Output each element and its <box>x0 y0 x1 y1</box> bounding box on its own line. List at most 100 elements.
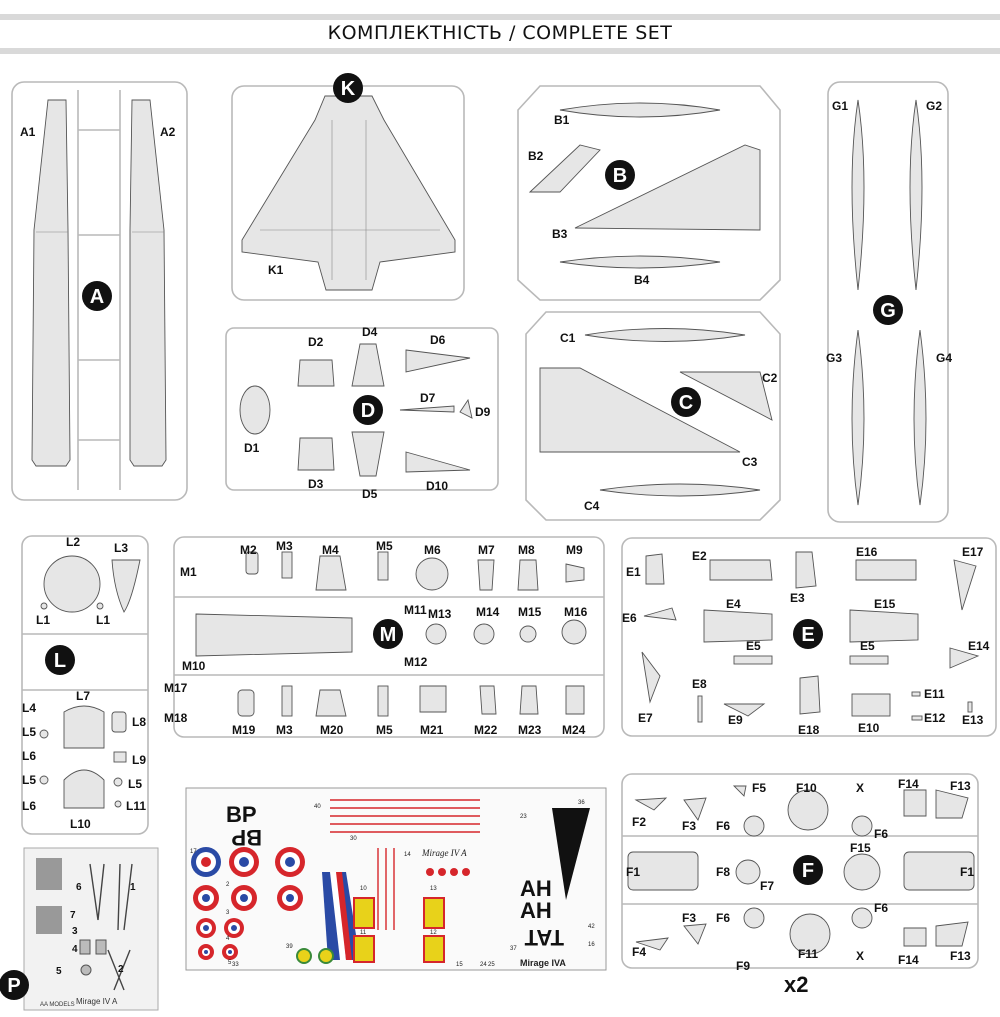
label-d4: D4 <box>362 325 378 339</box>
label-e10: E10 <box>858 721 880 735</box>
sprue-letter-p: P <box>7 975 20 997</box>
decal-num-11: 11 <box>360 930 367 936</box>
label-e12: E12 <box>924 711 946 725</box>
label-e11: E11 <box>924 687 945 701</box>
sprue-letter-k: K <box>341 78 356 100</box>
label-f10: F10 <box>796 781 817 795</box>
label-k1: K1 <box>268 263 284 277</box>
label-l11: L11 <box>126 799 146 813</box>
label-e8: E8 <box>692 677 707 691</box>
label-f1-b: F1 <box>960 865 974 879</box>
label-d1: D1 <box>244 441 260 455</box>
label-f6-b: F6 <box>874 827 888 841</box>
decal-code-tat: TAT <box>524 925 564 950</box>
label-m6: M6 <box>424 543 441 557</box>
sprue-b: B1 B2 B3 B4 B <box>517 85 781 301</box>
label-l9: L9 <box>132 753 146 767</box>
sprue-d: D1 D2 D3 D4 D5 D6 D7 D9 D10 D <box>225 325 499 501</box>
header: КОМПЛЕКТНІСТЬ / COMPLETE SET <box>0 14 1000 54</box>
part-l2 <box>43 555 101 613</box>
label-m5-a: M5 <box>376 539 393 553</box>
label-f14-a: F14 <box>898 777 919 791</box>
part-m10 <box>195 613 353 657</box>
part-d6 <box>405 349 471 373</box>
label-f6-c: F6 <box>716 911 730 925</box>
part-d4 <box>351 343 385 387</box>
label-f6-a: F6 <box>716 819 730 833</box>
label-f11: F11 <box>798 947 818 961</box>
label-m11: M11 <box>404 603 427 617</box>
label-d10: D10 <box>426 479 448 493</box>
label-b4: B4 <box>634 273 650 287</box>
sprue-letter-f: F <box>802 860 814 882</box>
label-e1: E1 <box>626 565 641 579</box>
decal-num-36: 36 <box>578 800 585 806</box>
part-g1 <box>851 99 865 291</box>
sprue-k: K1 K <box>231 73 465 301</box>
part-l7 <box>63 705 105 749</box>
part-b3 <box>574 144 761 231</box>
label-x-b: X <box>856 949 864 963</box>
decal-num-39: 39 <box>286 944 293 950</box>
label-l1-b: L1 <box>96 613 110 627</box>
part-d2 <box>297 359 335 387</box>
sprue-f: F2 F3 F5 F10 X F14 F13 F6 F6 F1 F8 F7 F1… <box>621 773 979 973</box>
label-f3-a: F3 <box>682 819 696 833</box>
label-c4: C4 <box>584 499 600 513</box>
label-e13: E13 <box>962 713 984 727</box>
part-l8 <box>111 711 127 733</box>
part-d10 <box>405 451 471 473</box>
label-g3: G3 <box>826 351 842 365</box>
label-m24: M24 <box>562 723 586 737</box>
label-p6: 6 <box>76 882 82 893</box>
label-e18: E18 <box>798 723 820 737</box>
part-c4 <box>599 483 761 497</box>
label-d2: D2 <box>308 335 324 349</box>
label-f1-a: F1 <box>626 865 640 879</box>
label-e9: E9 <box>728 713 743 727</box>
decal-num-4: 4 <box>226 936 230 942</box>
label-f9: F9 <box>736 959 750 973</box>
label-m8: M8 <box>518 543 535 557</box>
part-g2 <box>909 99 923 291</box>
part-d7 <box>399 405 455 413</box>
label-f8: F8 <box>716 865 730 879</box>
part-c3 <box>539 367 741 453</box>
label-m22: M22 <box>474 723 498 737</box>
label-e6: E6 <box>622 611 637 625</box>
decal-num-24: 24 <box>480 962 487 968</box>
label-e5-a: E5 <box>746 639 761 653</box>
label-m4: M4 <box>322 543 339 557</box>
label-l6-b: L6 <box>22 799 36 813</box>
sprue-l: L2 L3 L1 L1 L4 L5 L6 L5 L6 L7 L8 L9 L5 L… <box>21 535 149 835</box>
label-c1: C1 <box>560 331 576 345</box>
decal-code-ah: AH <box>520 876 552 901</box>
label-l5-b: L5 <box>22 773 36 787</box>
part-d3 <box>297 437 335 471</box>
label-f3-b: F3 <box>682 911 696 925</box>
label-m3-a: M3 <box>276 539 293 553</box>
sprue-letter-g: G <box>880 300 896 322</box>
part-l3 <box>111 559 141 613</box>
decal-num-5: 5 <box>228 960 232 966</box>
decal-num-2: 2 <box>226 882 230 888</box>
label-f4: F4 <box>632 945 646 959</box>
label-l5-c: L5 <box>128 777 142 791</box>
label-p5: 5 <box>56 966 62 977</box>
label-e17: E17 <box>962 545 984 559</box>
label-a2: A2 <box>160 125 176 139</box>
sprue-p-photoetch: 6 7 3 4 5 1 2 AA MODELS Mirage IV A P <box>0 847 159 1011</box>
label-d6: D6 <box>430 333 446 347</box>
label-g2: G2 <box>926 99 942 113</box>
part-b4 <box>559 255 721 269</box>
label-m13: M13 <box>428 607 452 621</box>
label-l10: L10 <box>70 817 91 831</box>
label-p1: 1 <box>130 882 136 893</box>
label-d9: D9 <box>475 405 491 419</box>
part-c2 <box>679 371 773 421</box>
pe-product: Mirage IV A <box>76 997 118 1006</box>
label-c2: C2 <box>762 371 778 385</box>
decal-num-40: 40 <box>314 804 321 810</box>
decal-num-33: 33 <box>232 962 239 968</box>
